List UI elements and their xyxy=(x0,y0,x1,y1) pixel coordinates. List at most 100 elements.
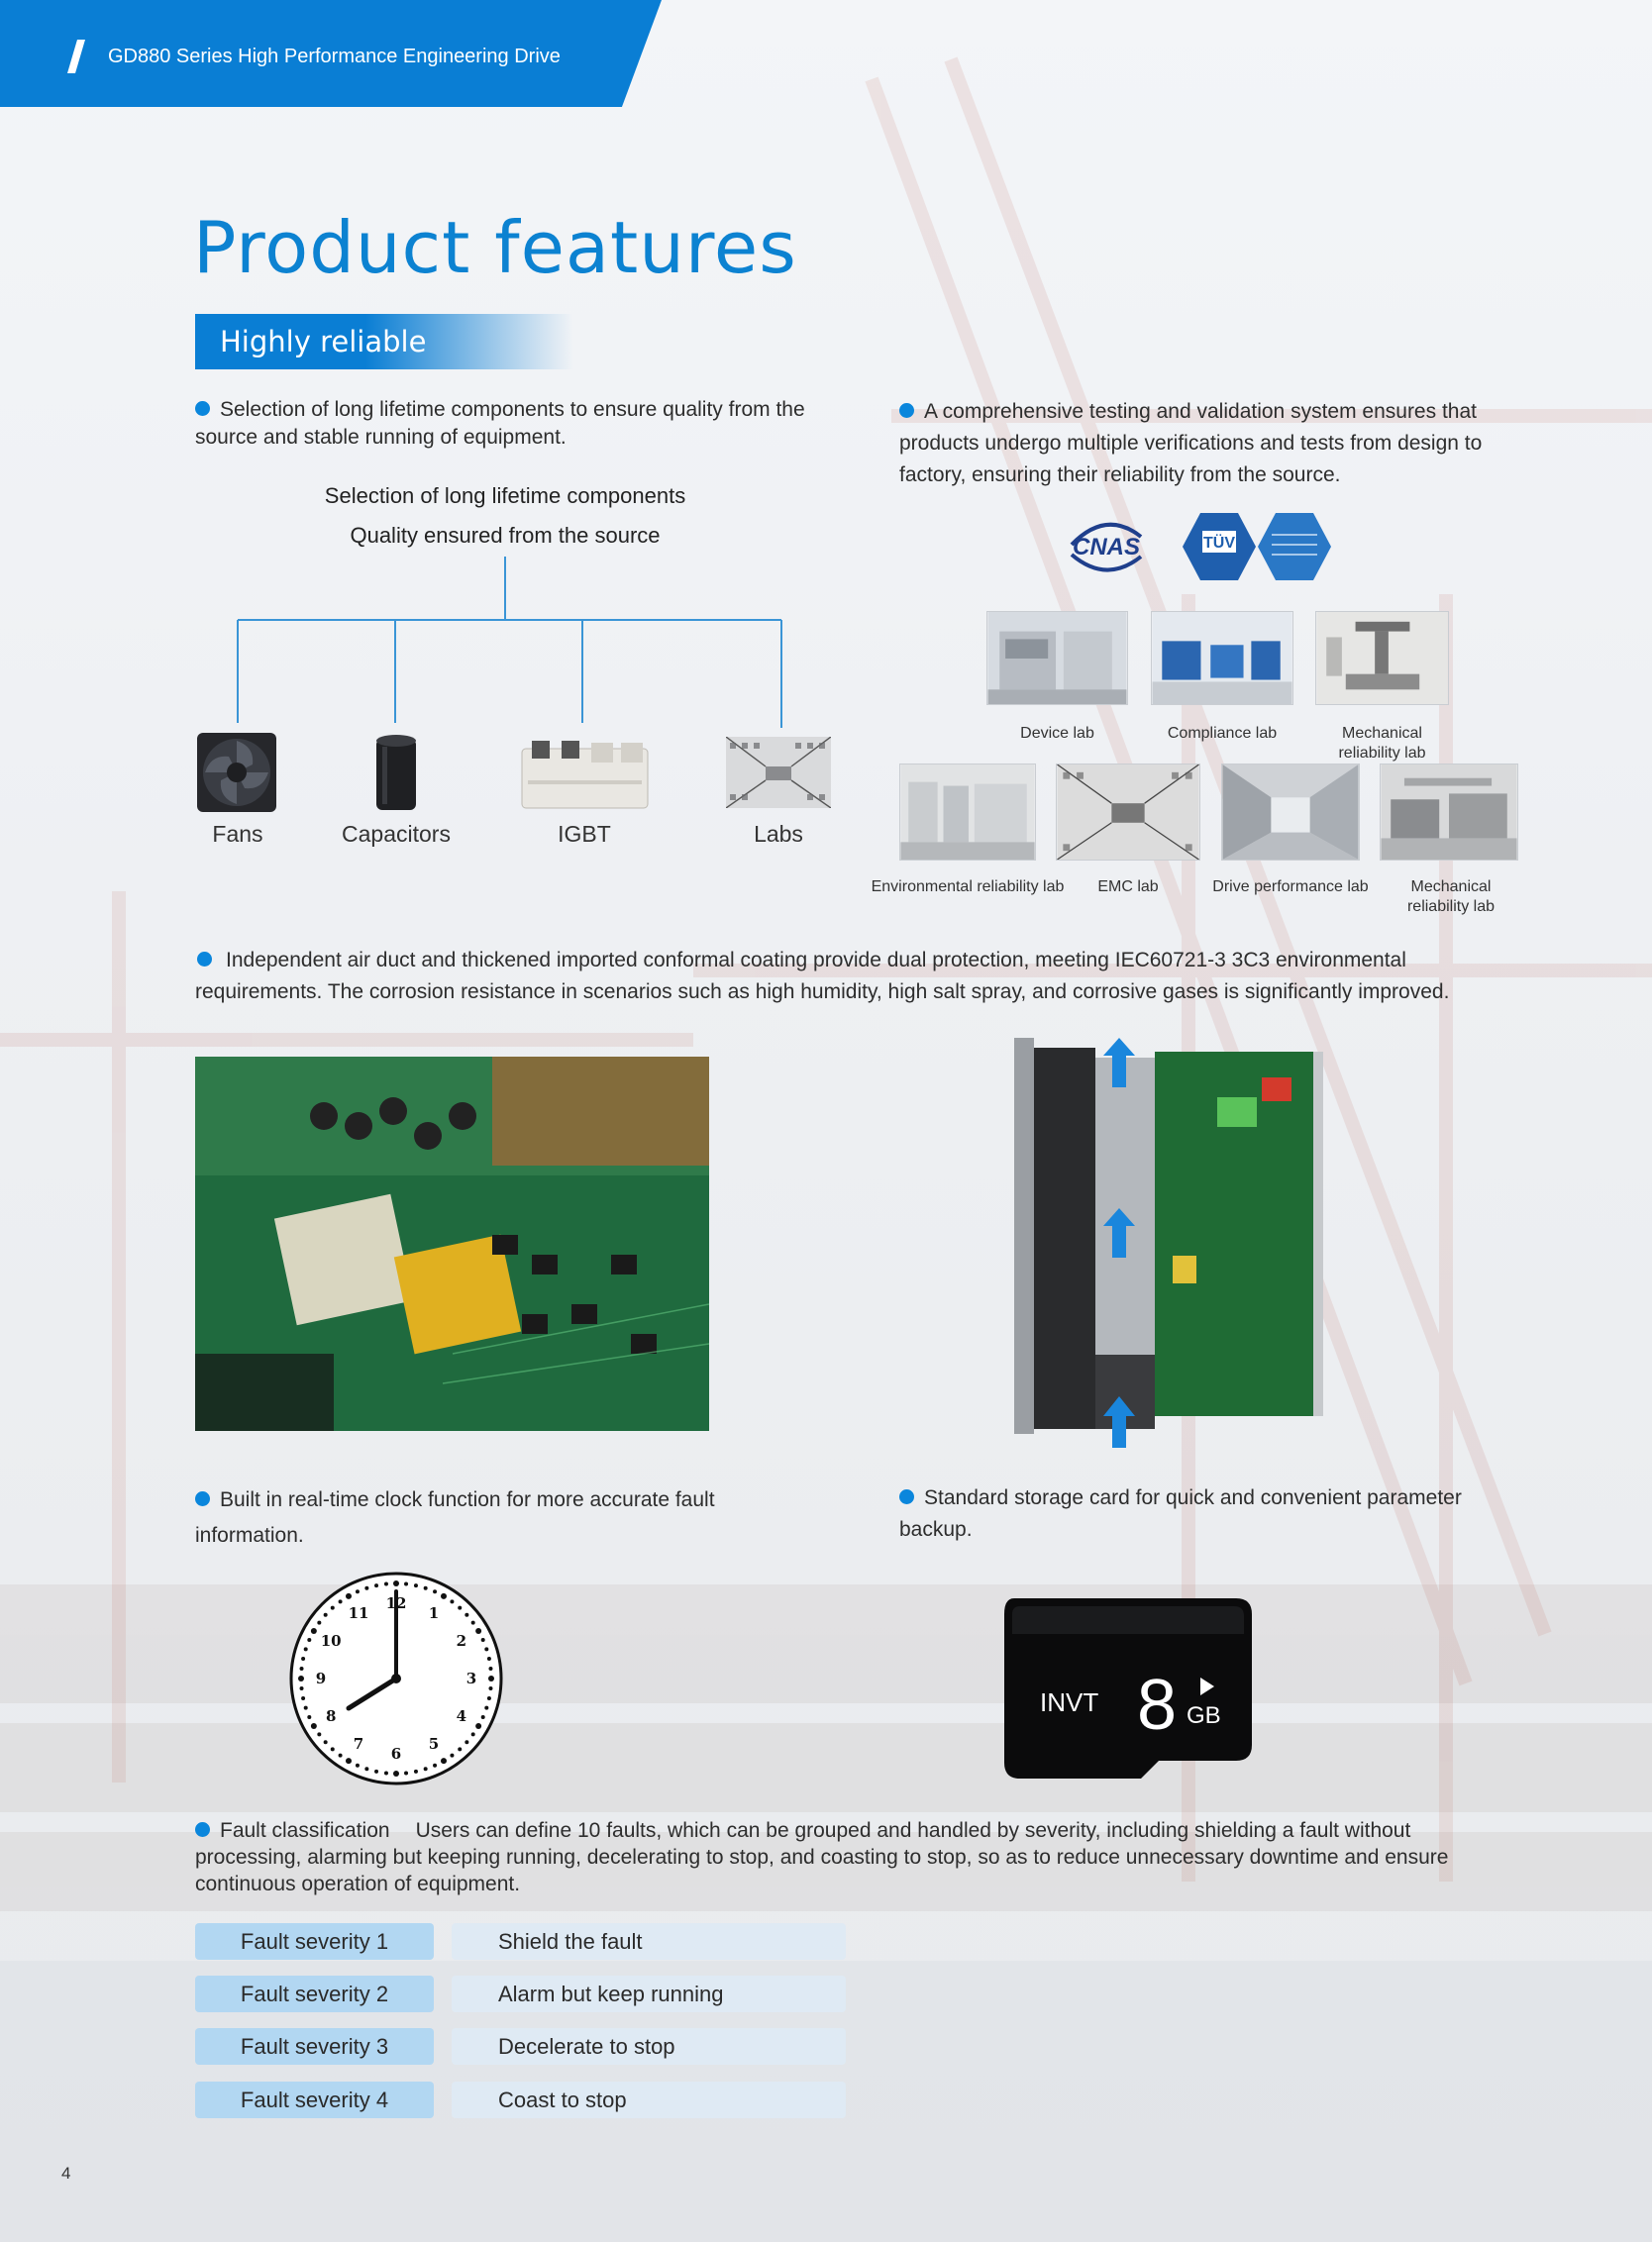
clock-tick xyxy=(404,1771,409,1776)
clock-tick xyxy=(298,1676,304,1682)
clock-tick xyxy=(470,1620,475,1625)
clock-tick xyxy=(484,1705,489,1710)
header-band xyxy=(0,0,662,107)
compliance-lab-photo xyxy=(1151,611,1293,705)
clock-number: 4 xyxy=(457,1707,466,1725)
fan-image xyxy=(197,733,276,812)
fault-action-3: Decelerate to stop xyxy=(452,2028,846,2065)
bullet-icon xyxy=(195,1491,210,1506)
environmental-lab-photo xyxy=(899,764,1036,861)
igbt-image xyxy=(521,741,649,809)
clock-tick xyxy=(441,1592,447,1599)
clock-tick xyxy=(404,1581,409,1586)
clock-tick xyxy=(488,1676,494,1682)
clock-tick xyxy=(330,1605,335,1610)
tree-title: Selection of long lifetime components xyxy=(324,483,686,508)
page-title: Product features xyxy=(193,206,797,289)
protection-text: Independent air duct and thickened impor… xyxy=(195,949,1450,1003)
clock-tick xyxy=(317,1732,322,1737)
cnas-logo-graphic: CNAS xyxy=(1070,522,1143,572)
fault-severity-4: Fault severity 4 xyxy=(195,2082,434,2118)
clock-tick xyxy=(484,1647,489,1652)
fault-text: Users can define 10 faults, which can be… xyxy=(195,1819,1449,1895)
fault-severity-2: Fault severity 2 xyxy=(195,1976,434,2012)
clock-tick xyxy=(450,1599,455,1604)
clock-feature: Built in real-time clock function for mo… xyxy=(195,1482,809,1554)
clock-number: 1 xyxy=(429,1604,439,1622)
clock-tick xyxy=(413,1583,418,1588)
clock-tick xyxy=(299,1666,304,1671)
clock-tick xyxy=(465,1740,469,1745)
tree-subtitle: Quality ensured from the source xyxy=(350,523,661,548)
svg-text:CNAS: CNAS xyxy=(1073,534,1140,560)
mechanical-lab-photo-1 xyxy=(1315,611,1449,705)
clock-tick xyxy=(303,1705,308,1710)
clock-tick xyxy=(486,1695,491,1700)
clock-tick xyxy=(374,1583,379,1588)
pcb-closeup-photo xyxy=(195,1057,709,1431)
clock-tick xyxy=(465,1612,469,1617)
clock-face-icon: 121234567891011 xyxy=(289,1572,503,1785)
clock-tick xyxy=(488,1666,493,1671)
clock-number: 8 xyxy=(326,1707,336,1725)
tuv-logo: TÜV xyxy=(1181,509,1333,584)
clock-tick xyxy=(486,1657,491,1662)
cnas-logo: CNAS xyxy=(1062,515,1151,578)
fault-action-2: Alarm but keep running xyxy=(452,1976,846,2012)
clock-tick xyxy=(355,1589,360,1594)
fault-lead: Fault classification xyxy=(220,1819,390,1842)
section-tab-label: Highly reliable xyxy=(220,325,427,358)
clock-tick xyxy=(423,1767,428,1772)
section-tab xyxy=(195,314,573,369)
bullet-icon xyxy=(195,401,210,416)
clock-tick xyxy=(374,1769,379,1774)
clock-number: 9 xyxy=(316,1670,326,1687)
page-number: 4 xyxy=(61,2164,71,2183)
clock-tick xyxy=(458,1605,463,1610)
clock-tick xyxy=(303,1647,308,1652)
clock-tick xyxy=(338,1753,343,1758)
clock-tick xyxy=(330,1747,335,1752)
tree-item-labs: Labs xyxy=(754,821,803,847)
lab-label-device: Device lab xyxy=(1020,725,1094,742)
clock-tick xyxy=(458,1747,463,1752)
clock-tick xyxy=(317,1620,322,1625)
clock-tick xyxy=(364,1767,369,1772)
clock-tick xyxy=(307,1715,312,1720)
clock-tick xyxy=(441,1758,447,1765)
clock-tick xyxy=(383,1771,388,1776)
tree-item-capacitors: Capacitors xyxy=(342,821,451,847)
fault-action-4: Coast to stop xyxy=(452,2082,846,2118)
bullet-icon xyxy=(197,952,212,967)
clock-tick xyxy=(393,1580,399,1586)
bullet-icon xyxy=(899,403,914,418)
sd-card-brand: INVT xyxy=(1040,1687,1098,1717)
clock-tick xyxy=(433,1589,438,1594)
sd-card-capacity: 8 xyxy=(1137,1666,1177,1745)
fault-severity-3: Fault severity 3 xyxy=(195,2028,434,2065)
storage-feature: Standard storage card for quick and conv… xyxy=(899,1482,1513,1546)
mechanical-lab-photo-2 xyxy=(1380,764,1518,861)
clock-tick xyxy=(480,1715,485,1720)
clock-tick xyxy=(383,1581,388,1586)
clock-tick xyxy=(323,1740,328,1745)
series-title: GD880 Series High Performance Engineerin… xyxy=(108,46,561,67)
clock-tick xyxy=(450,1753,455,1758)
clock-tick xyxy=(475,1628,482,1634)
clock-tick xyxy=(480,1637,485,1642)
clock-number: 7 xyxy=(354,1735,363,1753)
clock-tick xyxy=(423,1585,428,1590)
left-intro: Selection of long lifetime components to… xyxy=(195,396,839,452)
svg-text:TÜV: TÜV xyxy=(1203,533,1235,552)
clock-tick xyxy=(488,1686,493,1691)
clock-tick xyxy=(301,1695,306,1700)
tree-item-fans: Fans xyxy=(212,821,263,847)
clock-tick xyxy=(310,1723,317,1729)
capacitor-image xyxy=(376,735,416,810)
clock-number: 5 xyxy=(429,1735,439,1753)
bullet-icon xyxy=(195,1822,210,1837)
lab-label-mechanical-2: Mechanical reliability lab xyxy=(1406,878,1496,915)
sd-card-unit: GB xyxy=(1187,1702,1221,1729)
clock-tick xyxy=(470,1732,475,1737)
